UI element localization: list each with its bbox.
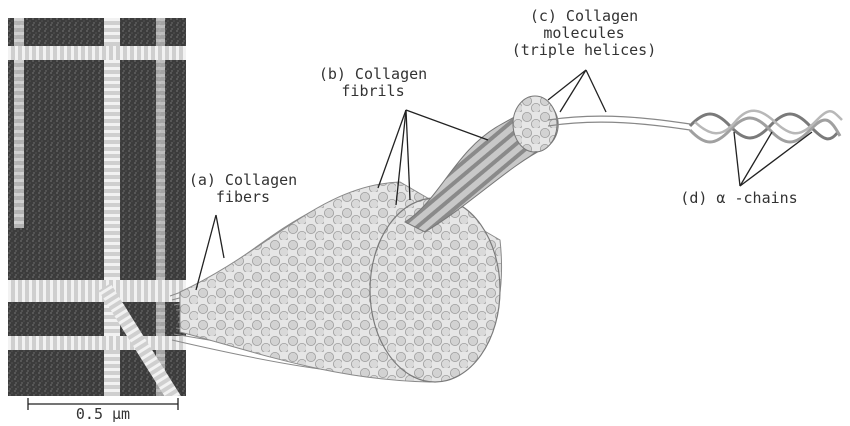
label-molecules-line2: molecules [494,25,674,42]
collagen-molecule [548,116,690,130]
label-fibers-line1: (a) Collagen [178,172,308,189]
alpha-chain-helix [690,111,842,142]
label-fibers-line2: fibers [178,189,308,206]
label-molecules-line3: (triple helices) [494,42,674,59]
label-collagen-fibers: (a) Collagen fibers [178,172,308,206]
single-fibril [405,96,558,232]
label-chains-text: (d) α -chains [680,189,797,207]
label-fibrils-line2: fibrils [308,83,438,100]
label-collagen-fibrils: (b) Collagen fibrils [308,66,438,100]
label-molecules-line1: (c) Collagen [494,8,674,25]
scale-bar-label: 0.5 μm [48,406,158,423]
scale-bar-text: 0.5 μm [76,405,130,423]
label-alpha-chains: (d) α -chains [664,190,814,207]
label-collagen-molecules: (c) Collagen molecules (triple helices) [494,8,674,59]
label-fibrils-line1: (b) Collagen [308,66,438,83]
